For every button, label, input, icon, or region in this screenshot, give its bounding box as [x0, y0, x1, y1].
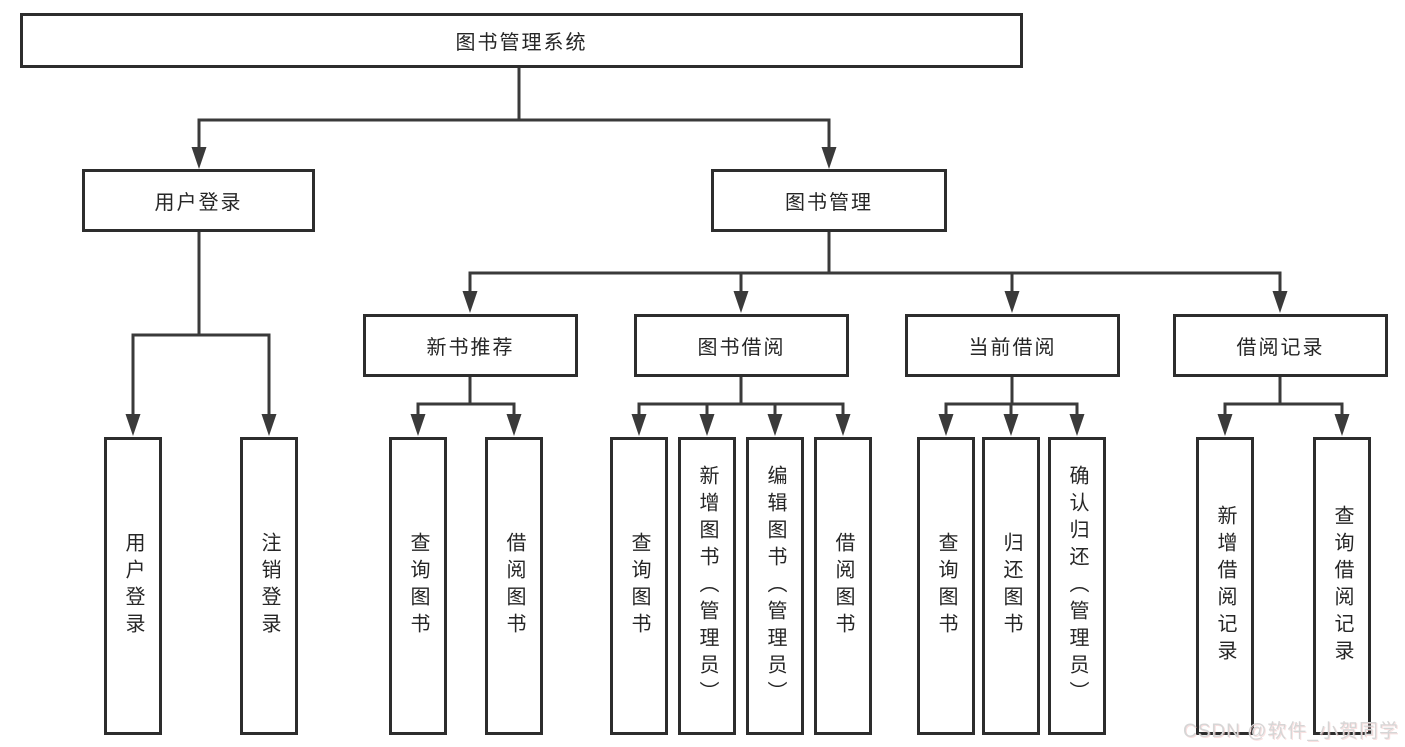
node-new-book-recommendation: 新书推荐: [363, 314, 578, 377]
node-book-management: 图书管理: [711, 169, 947, 232]
node-label: 借阅记录: [1236, 337, 1325, 359]
leaf-label: 确认归还（管理员）: [1066, 464, 1088, 708]
leaf-user-login: 用户登录: [104, 437, 162, 735]
node-label: 新书推荐: [426, 337, 515, 359]
node-book-borrowing: 图书借阅: [634, 314, 849, 377]
leaf-label: 查询图书: [628, 532, 650, 640]
leaf-return-books: 归还图书: [982, 437, 1040, 735]
node-label: 图书管理: [785, 192, 873, 214]
node-label: 用户登录: [154, 192, 243, 214]
node-borrowing-records: 借阅记录: [1173, 314, 1388, 377]
leaf-label: 查询图书: [935, 532, 957, 640]
node-current-borrowing: 当前借阅: [905, 314, 1120, 377]
leaf-label: 用户登录: [122, 532, 144, 640]
leaf-label: 注销登录: [258, 532, 280, 640]
leaf-label: 查询图书: [407, 532, 429, 640]
node-label: 图书借阅: [697, 337, 786, 359]
leaf-add-borrow-record: 新增借阅记录: [1196, 437, 1254, 735]
leaf-label: 借阅图书: [503, 532, 525, 640]
leaf-label: 查询借阅记录: [1331, 505, 1353, 667]
leaf-query-borrow-record: 查询借阅记录: [1313, 437, 1371, 735]
node-library-management-system: 图书管理系统: [20, 13, 1023, 68]
leaf-label: 编辑图书（管理员）: [764, 464, 786, 708]
leaf-confirm-return-admin: 确认归还（管理员）: [1048, 437, 1106, 735]
node-user-login: 用户登录: [82, 169, 315, 232]
leaf-borrow-books-recommend: 借阅图书: [485, 437, 543, 735]
leaf-query-books-borrow: 查询图书: [610, 437, 668, 735]
arrowheads: [125, 147, 1350, 436]
leaf-logout: 注销登录: [240, 437, 298, 735]
leaf-query-books-recommend: 查询图书: [389, 437, 447, 735]
node-label: 当前借阅: [968, 337, 1057, 359]
leaf-query-books-current: 查询图书: [917, 437, 975, 735]
connector-lines: [131, 64, 1344, 419]
leaf-label: 新增借阅记录: [1214, 505, 1236, 667]
node-label: 图书管理系统: [455, 32, 588, 54]
csdn-watermark: CSDN @软件_小贺同学: [1183, 721, 1399, 742]
leaf-label: 新增图书（管理员）: [696, 464, 718, 708]
leaf-borrow-books: 借阅图书: [814, 437, 872, 735]
leaf-add-books-admin: 新增图书（管理员）: [678, 437, 736, 735]
leaf-label: 归还图书: [1000, 532, 1022, 640]
leaf-label: 借阅图书: [832, 532, 854, 640]
leaf-edit-books-admin: 编辑图书（管理员）: [746, 437, 804, 735]
